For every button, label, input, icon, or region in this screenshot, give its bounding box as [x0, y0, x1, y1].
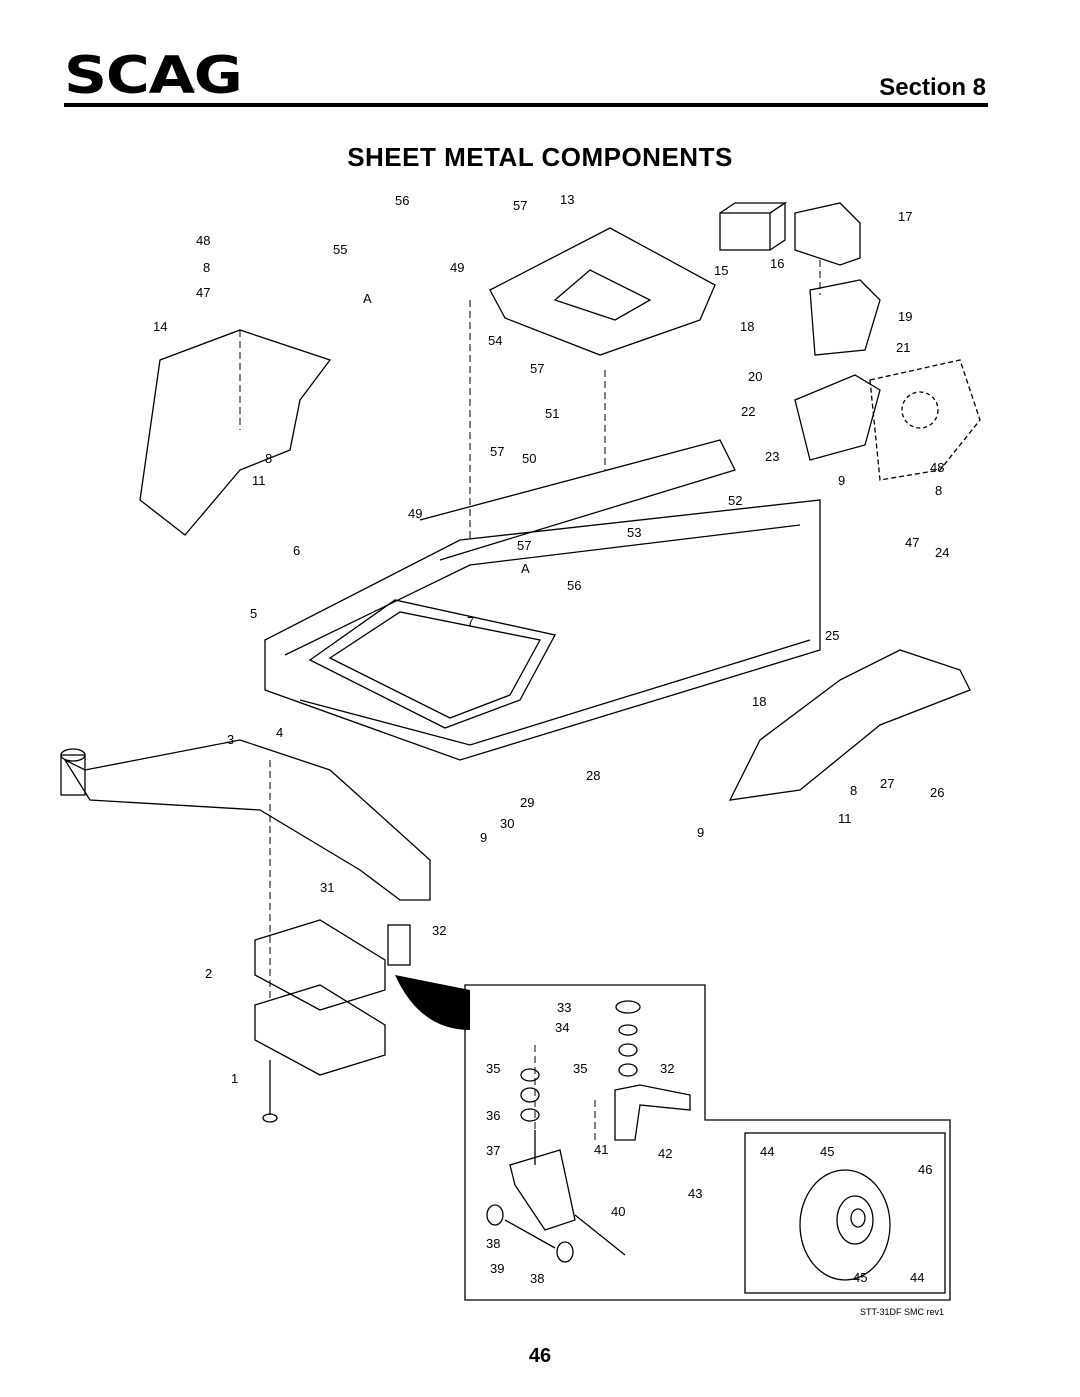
callout: 15 — [714, 263, 728, 278]
callout: 14 — [153, 319, 167, 334]
callout: 45 — [853, 1270, 867, 1285]
callout: 3 — [227, 732, 234, 747]
callout: 41 — [594, 1142, 608, 1157]
callout: 32 — [660, 1061, 674, 1076]
callout: 8 — [850, 783, 857, 798]
callout: 49 — [408, 506, 422, 521]
callout: 48 — [930, 460, 944, 475]
callout: 9 — [480, 830, 487, 845]
callout: 56 — [567, 578, 581, 593]
callout: 23 — [765, 449, 779, 464]
callout: 33 — [557, 1000, 571, 1015]
callout: 47 — [905, 535, 919, 550]
section-label: Section 8 — [879, 74, 986, 101]
callout: 37 — [486, 1143, 500, 1158]
callout: 24 — [935, 545, 949, 560]
callout: 57 — [530, 361, 544, 376]
callout-labels: 56 57 13 17 48 55 8 49 16 15 47 A 14 18 … — [153, 192, 949, 1286]
callout: 25 — [825, 628, 839, 643]
callout: 47 — [196, 285, 210, 300]
callout: 8 — [935, 483, 942, 498]
callout: 19 — [898, 309, 912, 324]
callout: 43 — [688, 1186, 702, 1201]
callout: 20 — [748, 369, 762, 384]
callout: 42 — [658, 1146, 672, 1161]
page-title: SHEET METAL COMPONENTS — [347, 142, 733, 172]
callout: 34 — [555, 1020, 569, 1035]
callout: 45 — [820, 1144, 834, 1159]
callout: 8 — [203, 260, 210, 275]
diagram-linework — [60, 201, 981, 1301]
callout: 13 — [560, 192, 574, 207]
callout: 9 — [697, 825, 704, 840]
callout: 28 — [586, 768, 600, 783]
callout: 22 — [741, 404, 755, 419]
callout: 55 — [333, 242, 347, 257]
callout: 51 — [545, 406, 559, 421]
page-number: 46 — [528, 1345, 552, 1367]
callout: 32 — [432, 923, 446, 938]
callout: 35 — [486, 1061, 500, 1076]
callout: 40 — [611, 1204, 625, 1219]
callout: 18 — [740, 319, 754, 334]
callout: 39 — [490, 1261, 504, 1276]
scag-logo: SCAG — [64, 46, 243, 106]
callout: 50 — [522, 451, 536, 466]
callout: 57 — [490, 444, 504, 459]
callout: 44 — [760, 1144, 774, 1159]
callout: 38 — [486, 1236, 500, 1251]
callout: 11 — [838, 811, 852, 826]
callout: A — [363, 291, 372, 306]
callout: 6 — [293, 543, 300, 558]
callout: 7 — [467, 614, 474, 629]
callout: 30 — [500, 816, 514, 831]
callout: 36 — [486, 1108, 500, 1123]
callout: 5 — [250, 606, 257, 621]
callout: 1 — [231, 1071, 238, 1086]
drawing-reference: STT-31DF SMC rev1 — [859, 1307, 944, 1317]
callout: 27 — [880, 776, 894, 791]
callout: 9 — [838, 473, 845, 488]
callout: 2 — [205, 966, 212, 981]
callout: 57 — [517, 538, 531, 553]
header-rule — [64, 103, 988, 107]
callout: 49 — [450, 260, 464, 275]
callout: 4 — [276, 725, 283, 740]
callout: 57 — [513, 198, 527, 213]
callout: 18 — [752, 694, 766, 709]
callout: 29 — [520, 795, 534, 810]
callout: A — [521, 561, 530, 576]
callout: 21 — [896, 340, 910, 355]
callout: 46 — [918, 1162, 932, 1177]
callout: 11 — [252, 473, 266, 488]
callout: 52 — [728, 493, 742, 508]
callout: 48 — [196, 233, 210, 248]
callout: 26 — [930, 785, 944, 800]
registered-mark-icon: ® — [190, 88, 196, 95]
callout: 8 — [265, 451, 272, 466]
callout: 17 — [898, 209, 912, 224]
callout: 35 — [573, 1061, 587, 1076]
callout: 16 — [770, 256, 784, 271]
callout: 31 — [320, 880, 334, 895]
callout: 56 — [395, 193, 409, 208]
callout: 44 — [910, 1270, 924, 1285]
callout: 53 — [627, 525, 641, 540]
callout: 38 — [530, 1271, 544, 1286]
callout: 54 — [488, 333, 502, 348]
